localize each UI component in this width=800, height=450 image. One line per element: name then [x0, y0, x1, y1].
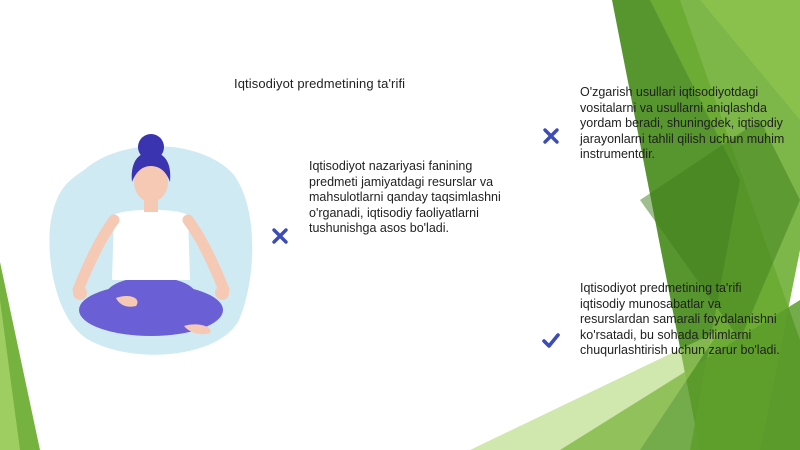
green-facet-6	[640, 120, 800, 340]
text-block-top-right: O'zgarish usullari iqtisodiyotdagi vosit…	[580, 85, 785, 162]
hair	[131, 152, 171, 182]
green-facet-5	[470, 330, 720, 450]
check-icon	[542, 333, 560, 348]
right-foot	[184, 324, 211, 335]
left-arm	[72, 214, 120, 296]
hair-bun	[138, 134, 164, 160]
cross-icon	[272, 228, 288, 244]
hips	[106, 277, 196, 313]
left-hand	[73, 286, 87, 300]
left-foot	[116, 295, 138, 307]
head	[134, 162, 168, 202]
right-arm	[182, 214, 230, 296]
slide-title: Iqtisodiyot predmetining ta'rifi	[234, 76, 406, 91]
right-hand	[215, 286, 229, 300]
meditation-illustration	[49, 134, 253, 355]
green-facet-left-light	[0, 300, 20, 450]
text-block-center: Iqtisodiyot nazariyasi fanining predmeti…	[309, 159, 501, 236]
green-facet-3	[700, 0, 800, 120]
text-block-bottom-right: Iqtisodiyot predmetining ta'rifi iqtisod…	[580, 281, 780, 358]
torso	[112, 209, 190, 280]
cross-icon	[543, 128, 559, 144]
